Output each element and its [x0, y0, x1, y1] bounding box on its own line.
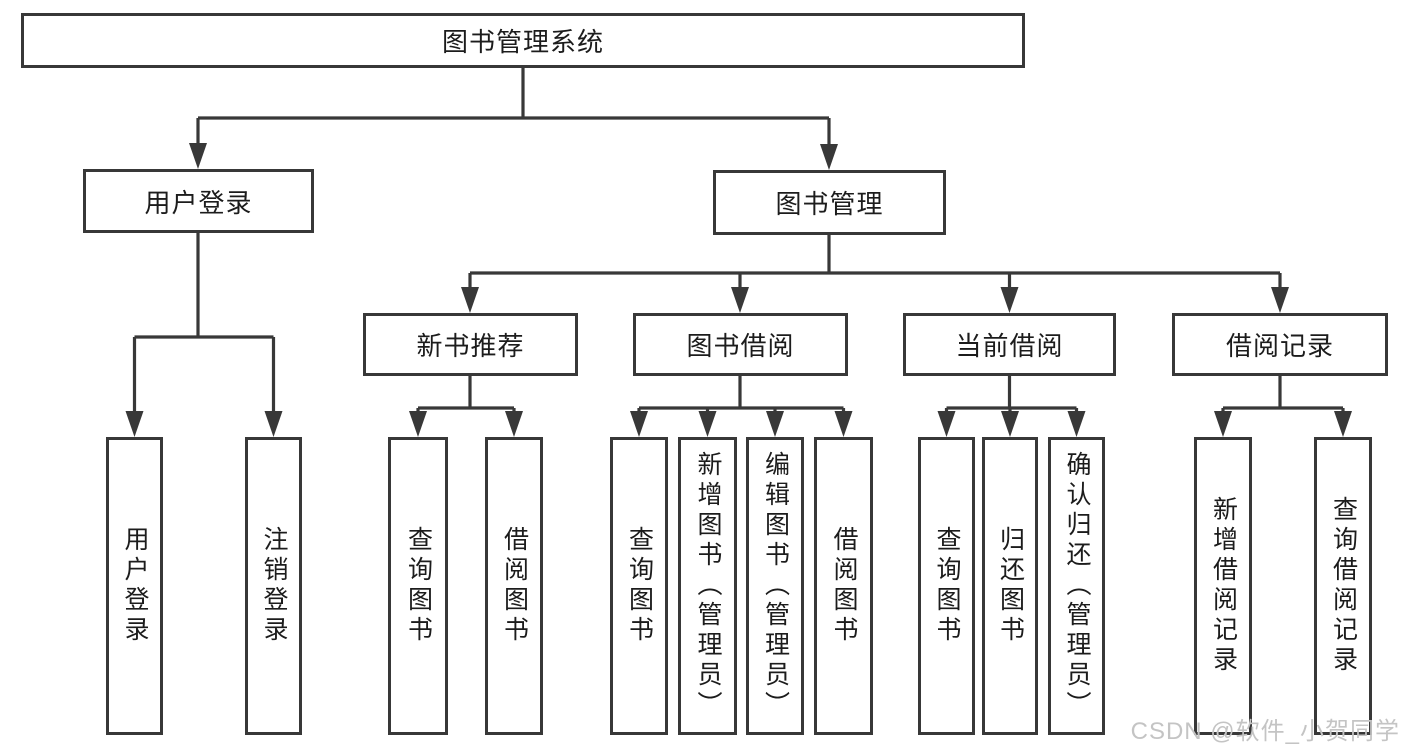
- leaf-borrow-book: 借阅图书: [814, 437, 873, 735]
- leaf-query-borrow-record: 查询借阅记录: [1314, 437, 1372, 735]
- node-current-borrow: 当前借阅: [903, 313, 1116, 376]
- node-borrow-records: 借阅记录: [1172, 313, 1388, 376]
- node-label: 编辑图书（管理员）: [761, 451, 790, 721]
- node-label: 新增借阅记录: [1209, 496, 1238, 676]
- node-user-login: 用户登录: [83, 169, 314, 233]
- node-label: 图书管理系统: [441, 27, 604, 57]
- leaf-borrow-book-recommend: 借阅图书: [485, 437, 543, 735]
- node-label: 注销登录: [260, 526, 288, 646]
- node-label: 查询图书: [933, 526, 961, 646]
- node-label: 查询借阅记录: [1329, 496, 1358, 676]
- node-label: 图书管理: [775, 189, 884, 219]
- node-label: 用户登录: [121, 526, 149, 646]
- node-new-book-recommend: 新书推荐: [363, 313, 578, 376]
- node-library-management-system: 图书管理系统: [21, 13, 1025, 68]
- node-label: 确认归还（管理员）: [1063, 451, 1091, 721]
- node-book-borrow: 图书借阅: [633, 313, 848, 376]
- node-label: 当前借阅: [955, 331, 1064, 361]
- node-label: 图书借阅: [686, 331, 795, 361]
- leaf-query-book-recommend: 查询图书: [388, 437, 448, 735]
- node-book-management: 图书管理: [713, 170, 946, 235]
- leaf-add-book-admin: 新增图书（管理员）: [678, 437, 737, 735]
- leaf-confirm-return-admin: 确认归还（管理员）: [1048, 437, 1105, 735]
- leaf-add-borrow-record: 新增借阅记录: [1194, 437, 1252, 735]
- leaf-edit-book-admin: 编辑图书（管理员）: [746, 437, 804, 735]
- node-label: 查询图书: [625, 526, 654, 646]
- leaf-user-login: 用户登录: [106, 437, 163, 735]
- node-label: 用户登录: [144, 187, 253, 218]
- node-label: 借阅图书: [830, 526, 858, 646]
- leaf-logout-login: 注销登录: [245, 437, 302, 735]
- leaf-return-book: 归还图书: [982, 437, 1038, 735]
- node-label: 新书推荐: [416, 331, 525, 361]
- node-label: 归还图书: [996, 526, 1025, 646]
- leaf-query-book-borrow: 查询图书: [610, 437, 668, 735]
- csdn-watermark: CSDN @软件_小贺同学: [1130, 718, 1400, 745]
- node-label: 借阅记录: [1225, 331, 1334, 361]
- node-label: 新增图书（管理员）: [694, 451, 722, 721]
- node-label: 查询图书: [404, 526, 433, 646]
- node-label: 借阅图书: [500, 526, 529, 646]
- leaf-query-book-current: 查询图书: [918, 437, 975, 735]
